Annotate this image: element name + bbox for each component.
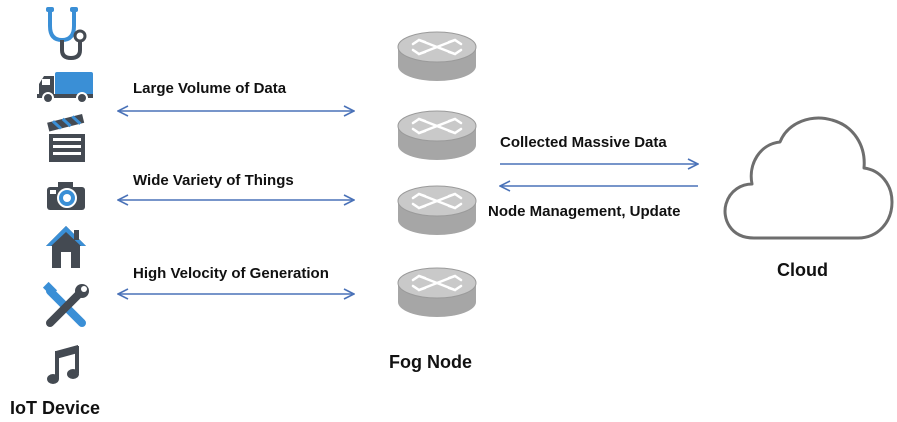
fog-node-title: Fog Node bbox=[389, 352, 472, 372]
fog-router-icon bbox=[395, 266, 479, 320]
cloud-icon bbox=[716, 110, 896, 244]
iot-device-title: IoT Device bbox=[10, 398, 101, 418]
stethoscope-icon bbox=[42, 6, 88, 61]
fog-router-icon bbox=[395, 184, 479, 238]
link-label-high-velocity: High Velocity of Generation bbox=[133, 265, 329, 282]
truck-icon bbox=[37, 70, 95, 104]
camera-icon bbox=[46, 181, 86, 211]
cloud-title: Cloud bbox=[777, 260, 828, 280]
house-icon bbox=[45, 224, 87, 270]
tools-icon bbox=[42, 281, 90, 331]
link-label-large-volume: Large Volume of Data bbox=[133, 80, 287, 97]
link-label-wide-variety: Wide Variety of Things bbox=[133, 172, 294, 189]
clapperboard-icon bbox=[47, 114, 87, 164]
upstream-label: Collected Massive Data bbox=[500, 134, 667, 151]
downstream-label: Node Management, Update bbox=[488, 203, 681, 220]
fog-router-icon bbox=[395, 109, 479, 163]
music-note-icon bbox=[46, 343, 82, 385]
fog-router-icon bbox=[395, 30, 479, 84]
